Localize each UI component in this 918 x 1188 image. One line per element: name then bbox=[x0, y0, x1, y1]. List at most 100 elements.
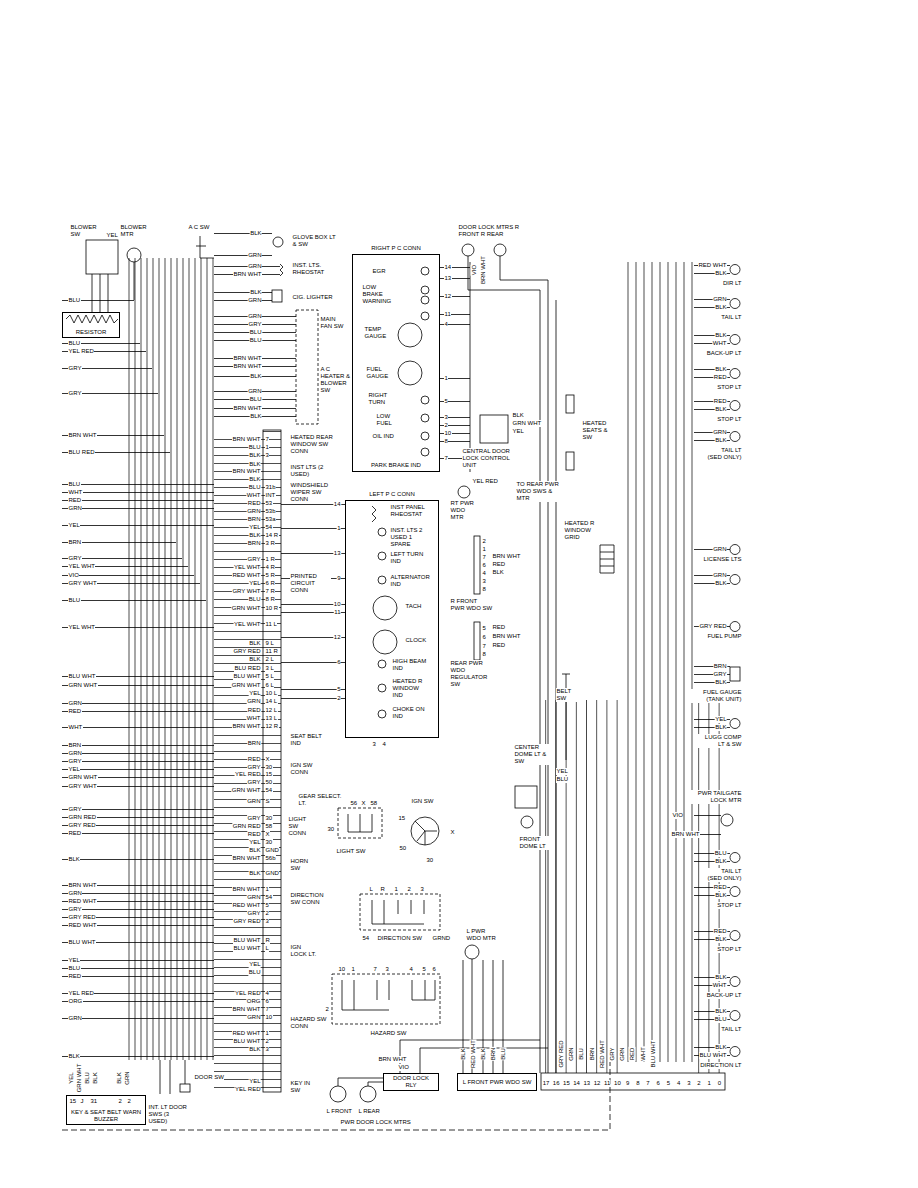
wire-color: GRY bbox=[68, 806, 82, 813]
door-switch-wires bbox=[160, 1060, 185, 1094]
pin-number: 11 bbox=[444, 311, 451, 318]
blower-switch bbox=[86, 240, 118, 274]
lamp-label: BLU WHT bbox=[699, 1052, 727, 1059]
light-switch-contacts bbox=[348, 814, 372, 832]
wire-color: BLU RED bbox=[68, 449, 95, 456]
tank-unit bbox=[730, 667, 740, 681]
wire-color: YEL bbox=[249, 524, 261, 531]
component-label: KEY IN SW bbox=[290, 1080, 317, 1094]
component-label: YEL bbox=[556, 768, 568, 775]
pin-number: 15 bbox=[69, 1098, 77, 1105]
terminal-label: 5 bbox=[422, 966, 426, 973]
wire-color: BRN WHT bbox=[232, 1006, 261, 1013]
pin-number: 2 bbox=[265, 1038, 269, 1045]
lamp-label: DIRECTION LT bbox=[700, 1062, 742, 1069]
wire-color: BRN WHT bbox=[232, 468, 261, 475]
lock-motor-wires bbox=[338, 1040, 548, 1086]
pin-number: 6 R bbox=[265, 580, 275, 587]
node-title: RESISTOR bbox=[75, 329, 108, 336]
wire-color: BRN bbox=[68, 539, 82, 546]
resistor-symbol bbox=[66, 315, 118, 323]
lamp-label: GRN bbox=[713, 429, 727, 436]
wire-color: VIO bbox=[68, 572, 79, 579]
wire-color: BLK bbox=[92, 1072, 99, 1084]
lamp-symbol bbox=[730, 575, 740, 585]
pin-number: 50 bbox=[265, 779, 273, 786]
wire-color: BLU bbox=[68, 965, 81, 972]
lamp-label: WHT bbox=[712, 982, 727, 989]
pin-number: 31 bbox=[90, 1098, 98, 1105]
wire-color: BLU WHT bbox=[68, 939, 96, 946]
wire-color: YEL bbox=[249, 1078, 261, 1085]
wire-color: BLK bbox=[249, 847, 261, 854]
direction-switch bbox=[360, 894, 440, 930]
lamp-label: RED bbox=[713, 884, 727, 891]
lamp-label: BLU bbox=[714, 850, 727, 857]
wire-color: GRY bbox=[68, 906, 82, 913]
indicator-label: LOW FUEL bbox=[376, 413, 399, 427]
pin-number: 2 bbox=[697, 1080, 701, 1087]
wire-color: GRY RED bbox=[68, 914, 96, 921]
component-label: INT. LT DOOR SWS (3 USED) bbox=[148, 1104, 189, 1125]
component-label: REAR PWR WDO REGULATOR SW bbox=[450, 660, 493, 688]
wire-color: GRN bbox=[247, 508, 261, 515]
component-label: VIO bbox=[398, 1064, 409, 1071]
component-label: IGN LOCK LT. bbox=[290, 944, 319, 958]
pin-number: 3 L bbox=[265, 665, 274, 672]
lamp-label: BLU bbox=[714, 1016, 727, 1023]
pin-number: 3 bbox=[444, 414, 448, 421]
rheostat-symbol bbox=[372, 506, 376, 522]
left-bus bbox=[128, 258, 214, 1060]
lamp-label: BRN bbox=[713, 663, 727, 670]
wire-color: GRN bbox=[248, 297, 262, 304]
lamp-symbol bbox=[421, 432, 429, 440]
lamp-label: TAIL LT (SED ONLY) bbox=[705, 447, 742, 461]
wire-color: BLU bbox=[578, 1048, 585, 1061]
wire-color: BLU WHT bbox=[233, 945, 261, 952]
lamp-label: DIR LT bbox=[722, 280, 742, 287]
lamp-symbol bbox=[421, 286, 429, 294]
pin-number: INT bbox=[265, 492, 276, 499]
pin-number: 1 bbox=[265, 1030, 269, 1037]
light-switch bbox=[338, 808, 382, 838]
harness-boundary bbox=[62, 1062, 610, 1130]
lamp-symbol bbox=[730, 1011, 740, 1021]
wire-color: BLK bbox=[250, 373, 262, 380]
pin-number: 1 bbox=[265, 886, 269, 893]
lamp-label: BLK bbox=[715, 974, 727, 981]
pin-number: 2 bbox=[444, 422, 448, 429]
motor-symbol bbox=[494, 244, 506, 256]
wire-color: RED bbox=[68, 973, 82, 980]
component-label: BLU bbox=[556, 776, 569, 783]
component-label: RT PWR WDO MTR bbox=[450, 500, 477, 521]
component-label: GLOVE BOX LT & SW bbox=[292, 234, 337, 248]
pin-number: GND bbox=[265, 870, 279, 877]
component-label: 7 bbox=[482, 643, 486, 650]
wire-color: BLU bbox=[248, 484, 261, 491]
motor-symbol bbox=[462, 244, 474, 256]
pin-number: 31b bbox=[265, 484, 276, 491]
lamp-symbol bbox=[421, 414, 429, 422]
component-label: 6 bbox=[482, 634, 486, 641]
indicator-label: OIL IND bbox=[372, 433, 394, 440]
wire-color: BLK bbox=[249, 1046, 261, 1053]
lamp-label: BLK bbox=[715, 270, 727, 277]
node-title: LEFT P C CONN bbox=[368, 491, 415, 498]
lamp-label: BACK-UP LT bbox=[706, 350, 742, 357]
pin-number: 54 bbox=[265, 894, 273, 901]
lamp-label: FUEL PUMP bbox=[707, 633, 742, 640]
pin-number: 1 bbox=[337, 525, 341, 532]
wire-color: RED bbox=[68, 708, 82, 715]
wire-color: GRN bbox=[68, 700, 82, 707]
pin-number: 7 bbox=[265, 1006, 269, 1013]
wire-color: BLK bbox=[68, 856, 80, 863]
component-label: YEL RED bbox=[472, 478, 498, 485]
wire-color: BRN bbox=[588, 1047, 595, 1061]
pin-number: 13 bbox=[333, 550, 341, 557]
window-grid bbox=[600, 545, 614, 573]
wire-color: RED WHT bbox=[68, 922, 97, 929]
lamp-label: BACK-UP LT bbox=[706, 992, 742, 999]
left-wires bbox=[62, 301, 214, 1057]
pin-number: 2 L bbox=[265, 656, 274, 663]
wire-color: GRN WHT bbox=[76, 1063, 83, 1093]
